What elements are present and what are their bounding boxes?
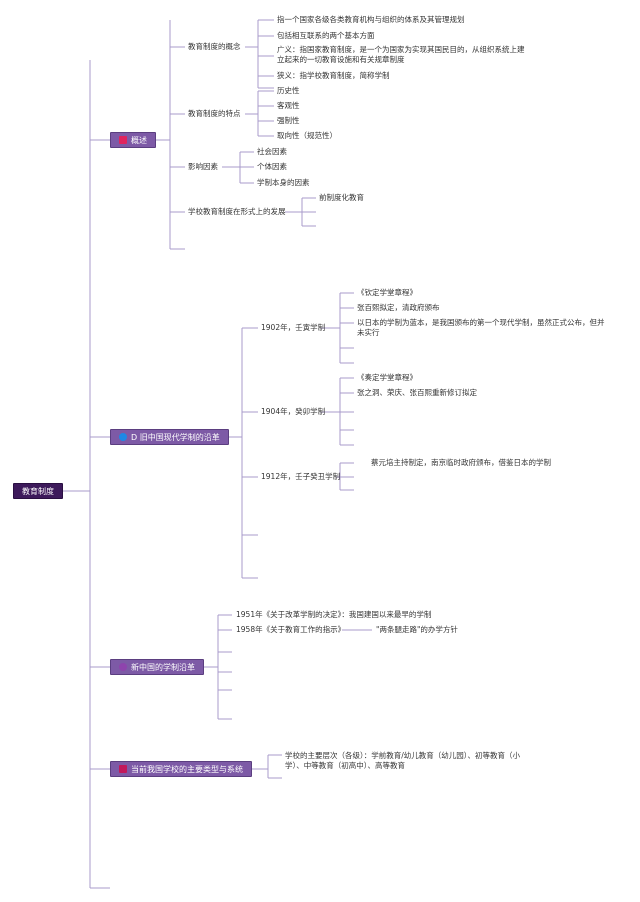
branch-current-system-label: 当前我国学校的主要类型与系统 xyxy=(131,765,243,774)
concept-item-3: 广义：指国家教育制度，是一个为国家为实现其国民目的，从组织系统上建立起来的一切教… xyxy=(277,45,525,64)
renzi-item-1: 蔡元培主持制定，南京临时政府颁布，借鉴日本的学制 xyxy=(371,458,551,467)
concept-item-4: 狭义：指学校教育制度，简称学制 xyxy=(277,71,390,80)
blue-circle-icon xyxy=(119,433,127,441)
factor-item-3: 学制本身的因素 xyxy=(257,178,310,187)
development-item-1: 前制度化教育 xyxy=(319,193,364,202)
concept-item-2: 包括相互联系的两个基本方面 xyxy=(277,31,375,40)
feature-item-4: 取向性（规范性） xyxy=(277,131,337,140)
school-levels-node[interactable]: 学校的主要层次（各级）：学前教育/幼儿教育（幼儿园）、初等教育（小学）、中等教育… xyxy=(285,751,521,770)
renyin-node[interactable]: 1902年，壬寅学制 xyxy=(261,323,326,332)
branch-overview-label: 概述 xyxy=(131,136,147,145)
development-node[interactable]: 学校教育制度在形式上的发展 xyxy=(188,207,286,216)
root-node[interactable]: 教育制度 xyxy=(13,483,63,499)
features-node[interactable]: 教育制度的特点 xyxy=(188,109,241,118)
purple-circle-icon xyxy=(119,663,127,671)
branch-overview[interactable]: 概述 xyxy=(110,132,156,148)
guimao-item-2: 张之洞、荣庆、张百熙重新修订拟定 xyxy=(357,388,477,397)
reform-1951-node[interactable]: 1951年《关于改革学制的决定》：我国建国以来最早的学制 xyxy=(236,610,432,619)
renyin-item-3: 以日本的学制为蓝本，是我国颁布的第一个现代学制，虽然正式公布，但并未实行 xyxy=(357,318,605,337)
cross-icon xyxy=(119,765,127,773)
guimao-item-1: 《奏定学堂章程》 xyxy=(357,373,417,382)
renzi-node[interactable]: 1912年，壬子癸丑学制 xyxy=(261,472,341,481)
factors-node[interactable]: 影响因素 xyxy=(188,162,218,171)
factor-item-2: 个体因素 xyxy=(257,162,287,171)
concept-node[interactable]: 教育制度的概念 xyxy=(188,42,241,51)
root-label: 教育制度 xyxy=(22,487,54,496)
branch-old-china-label: D 旧中国现代学制的沿革 xyxy=(131,433,220,442)
branch-current-system[interactable]: 当前我国学校的主要类型与系统 xyxy=(110,761,252,777)
feature-item-1: 历史性 xyxy=(277,86,300,95)
feature-item-3: 强制性 xyxy=(277,116,300,125)
feature-item-2: 客观性 xyxy=(277,101,300,110)
directive-1958-item-1: "两条腿走路"的办学方针 xyxy=(376,625,458,634)
guimao-node[interactable]: 1904年，癸卯学制 xyxy=(261,407,326,416)
concept-item-1: 指一个国家各级各类教育机构与组织的体系及其管理规划 xyxy=(277,15,465,24)
red-flag-icon xyxy=(119,136,127,144)
directive-1958-node[interactable]: 1958年《关于教育工作的指示》 xyxy=(236,625,346,634)
renyin-item-1: 《钦定学堂章程》 xyxy=(357,288,417,297)
branch-old-china[interactable]: D 旧中国现代学制的沿革 xyxy=(110,429,229,445)
branch-new-china[interactable]: 新中国的学制沿革 xyxy=(110,659,204,675)
branch-new-china-label: 新中国的学制沿革 xyxy=(131,663,195,672)
renyin-item-2: 张百熙拟定，清政府颁布 xyxy=(357,303,440,312)
factor-item-1: 社会因素 xyxy=(257,147,287,156)
